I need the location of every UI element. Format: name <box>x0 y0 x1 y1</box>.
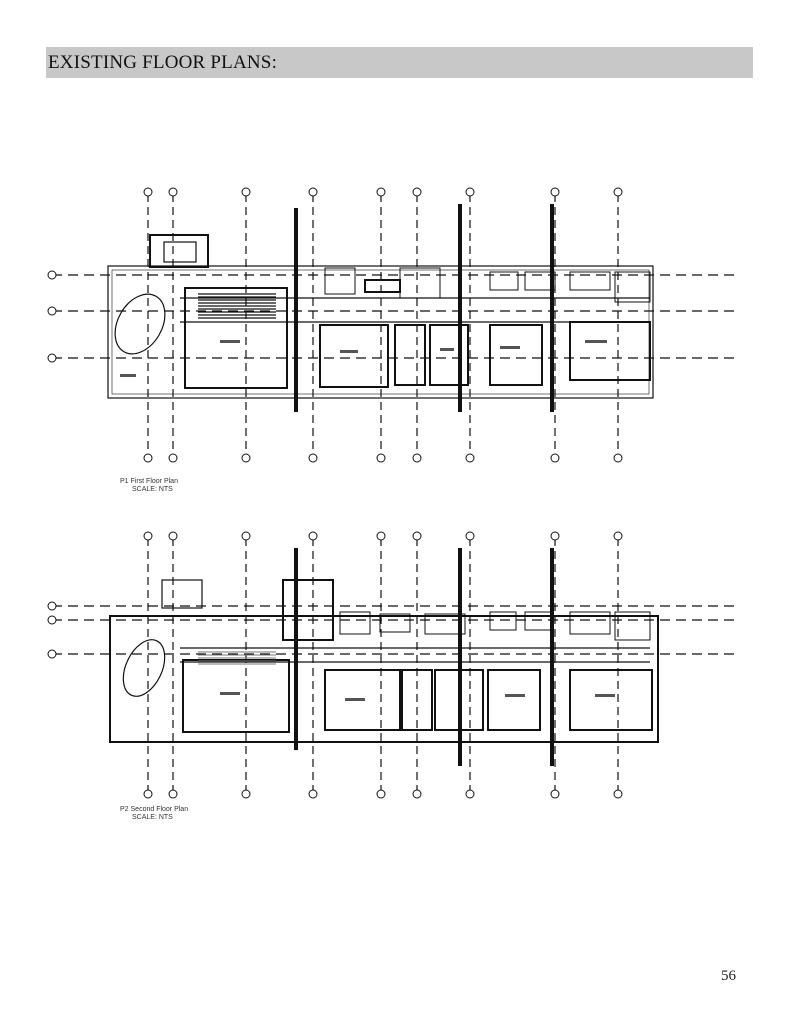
plan-caption: P1 First Floor Plan SCALE: NTS <box>120 478 178 494</box>
second-floor-drawing <box>47 531 740 799</box>
first-floor-plan: P1 First Floor Plan SCALE: NTS <box>40 180 760 493</box>
section-title: EXISTING FLOOR PLANS: <box>48 52 278 73</box>
plan-scale: SCALE: NTS <box>132 486 173 493</box>
plan-title: P1 First Floor Plan <box>120 478 178 485</box>
page-number: 56 <box>721 968 736 984</box>
second-floor-plan: P2 Second Floor Plan SCALE: NTS <box>40 524 760 824</box>
first-floor-drawing <box>47 187 740 463</box>
plan-title: P2 Second Floor Plan <box>120 806 189 813</box>
section-header: EXISTING FLOOR PLANS: <box>46 47 753 78</box>
plan-caption: P2 Second Floor Plan SCALE: NTS <box>120 806 188 822</box>
plan-scale: SCALE: NTS <box>132 814 173 821</box>
